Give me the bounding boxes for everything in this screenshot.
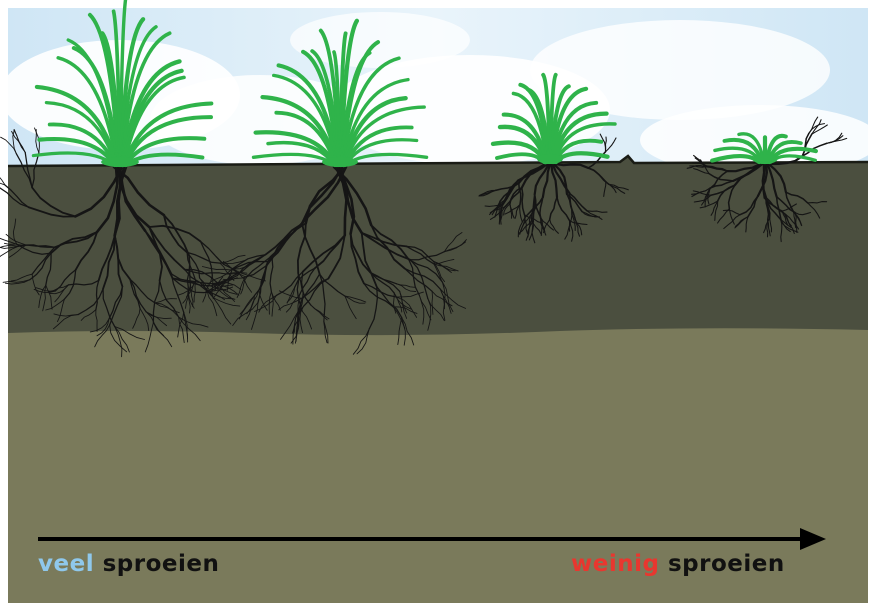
label-weinig: weinig (571, 551, 659, 577)
label-veel: veel (38, 551, 94, 577)
cloud (530, 20, 830, 120)
label-sproeien-left: sproeien (103, 551, 220, 577)
label-weinig-sproeien: weinig sproeien (571, 553, 785, 576)
root-strand (0, 164, 5, 186)
grass-tuft-base (537, 154, 563, 164)
label-veel-sproeien: veel sproeien (38, 553, 219, 576)
grass-tuft-base (101, 157, 139, 167)
topsoil-layer (8, 156, 868, 335)
label-sproeien-right: sproeien (668, 551, 785, 577)
grass-tuft-base (752, 154, 777, 164)
grass-tuft-base (322, 157, 358, 167)
cloud (290, 12, 470, 68)
